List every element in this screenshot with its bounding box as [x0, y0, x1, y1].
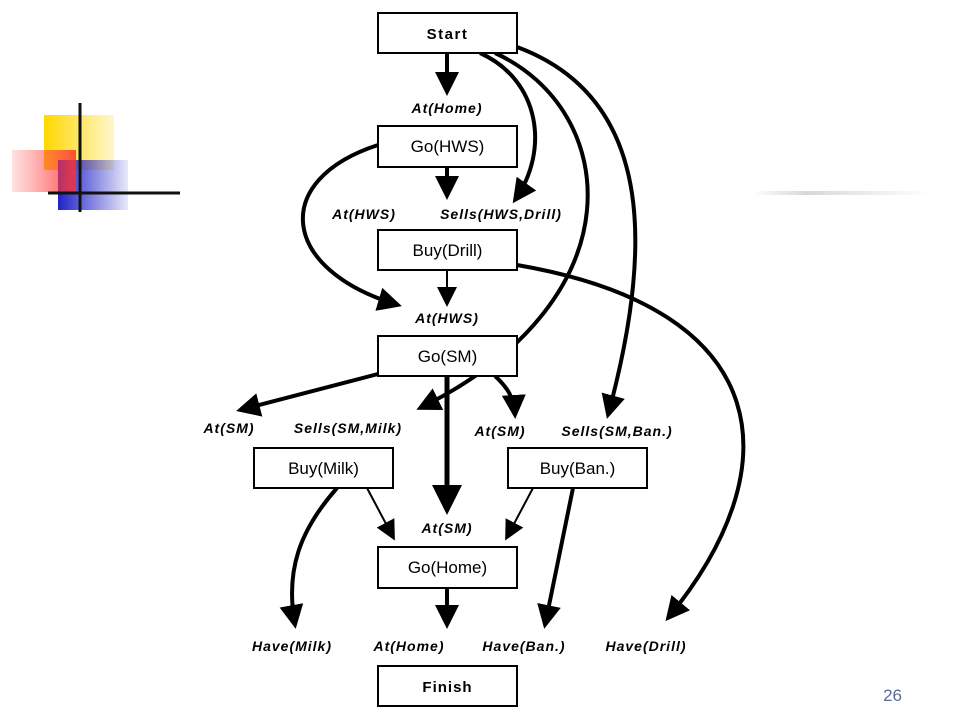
condition-at-sm-home: At(SM) [420, 520, 472, 536]
condition-at-home-finish: At(Home) [373, 638, 445, 654]
condition-have-milk: Have(Milk) [252, 638, 332, 654]
deco-right-rule [752, 191, 932, 195]
condition-at-hws-2: At(HWS) [414, 310, 479, 326]
go-hws-label: Go(HWS) [411, 137, 485, 156]
buy-milk-node: Buy(Milk) [253, 447, 394, 489]
deco-red-square [12, 150, 76, 192]
buy-ban-label: Buy(Ban.) [540, 459, 616, 478]
edge-buy-drill-to-have-drill [516, 263, 746, 622]
edge-go-sm-to-at-sm-milk [236, 372, 379, 417]
condition-have-ban: Have(Ban.) [482, 638, 565, 654]
go-sm-label: Go(SM) [418, 347, 478, 366]
condition-sells-sm-ban: Sells(SM,Ban.) [561, 423, 672, 439]
condition-at-home: At(Home) [411, 100, 483, 116]
go-home-label: Go(Home) [408, 558, 487, 577]
go-hws-node: Go(HWS) [377, 125, 518, 168]
go-sm-node: Go(SM) [377, 335, 518, 377]
condition-at-sm-ban: At(SM) [473, 423, 525, 439]
buy-milk-label: Buy(Milk) [288, 459, 359, 478]
causal-links [236, 45, 746, 629]
edge-start-to-sells-sm-ban [516, 45, 638, 419]
edge-buy-milk-to-go-home [366, 487, 395, 541]
start-node: Start [377, 12, 518, 54]
buy-ban-node: Buy(Ban.) [507, 447, 648, 489]
page-number: 26 [883, 686, 902, 705]
condition-sells-hws-drill: Sells(HWS,Drill) [440, 206, 562, 222]
start-label: Start [427, 26, 469, 43]
condition-at-sm-milk: At(SM) [202, 420, 254, 436]
edge-buy-milk-to-have-milk [279, 486, 339, 629]
edge-buy-ban-to-go-home [505, 487, 534, 541]
conditions: At(Home) At(HWS) Sells(HWS,Drill) At(HWS… [202, 100, 686, 654]
edge-start-to-sells-hws-drill [479, 51, 538, 204]
edge-buy-ban-to-have-ban [537, 487, 575, 629]
go-home-node: Go(Home) [377, 546, 518, 589]
buy-drill-label: Buy(Drill) [413, 241, 483, 260]
edge-go-hws-to-at-hws [300, 143, 402, 311]
condition-at-hws: At(HWS) [331, 206, 396, 222]
buy-drill-node: Buy(Drill) [377, 229, 518, 271]
condition-have-drill: Have(Drill) [605, 638, 686, 654]
finish-label: Finish [422, 679, 472, 696]
condition-sells-sm-milk: Sells(SM,Milk) [294, 420, 402, 436]
edge-go-sm-to-at-sm-ban [493, 374, 526, 419]
finish-node: Finish [377, 665, 518, 707]
